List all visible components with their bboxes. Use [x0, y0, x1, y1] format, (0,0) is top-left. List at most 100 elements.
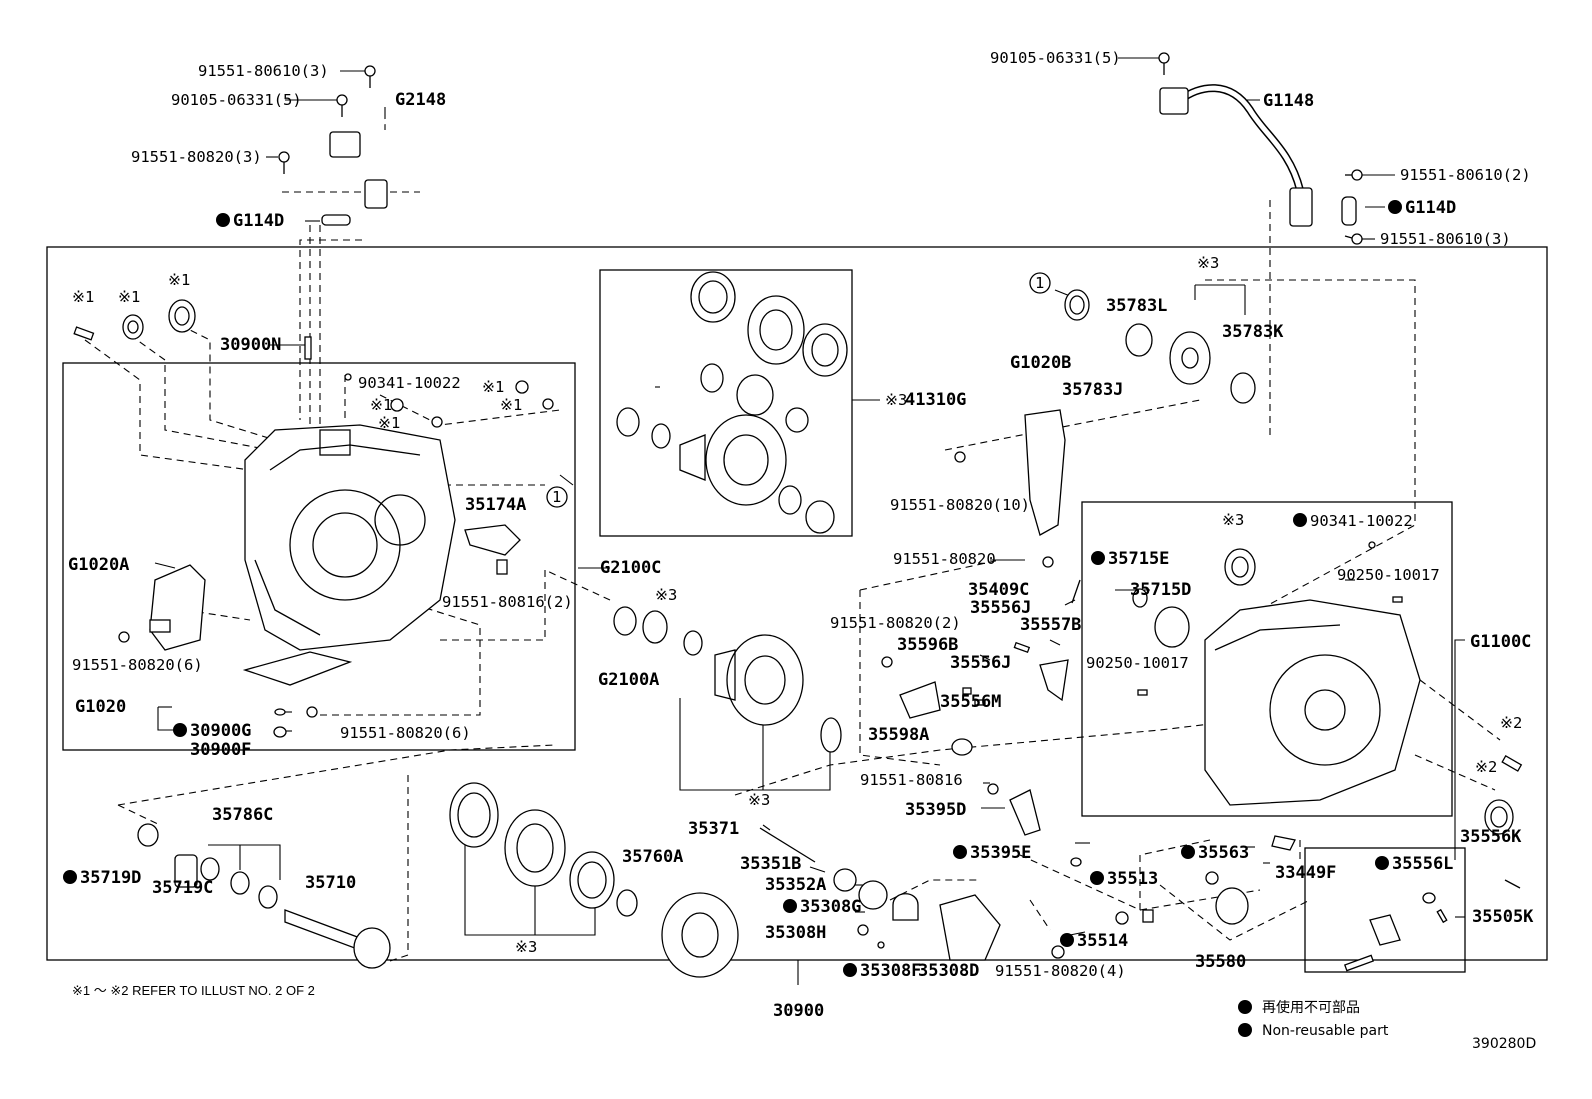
non-reusable-marker: [1060, 933, 1074, 947]
label-g114d-left: G114D: [233, 211, 284, 231]
label-90341-10022-left: 90341-10022: [358, 374, 461, 392]
label-35395d: 35395D: [905, 800, 966, 820]
label-g114d-right: G114D: [1405, 198, 1456, 218]
label-35308d: 35308D: [918, 961, 979, 981]
label-35715e: 35715E: [1108, 549, 1169, 569]
differential-frame: [599, 269, 853, 537]
main-frame: [46, 246, 1548, 961]
seals-35783: [1064, 289, 1256, 404]
label-30900n: 30900N: [220, 335, 281, 355]
callout-number: 1: [552, 488, 561, 506]
label-90105-06331-5-left: 90105-06331(5): [171, 91, 302, 109]
non-reusable-marker: [173, 723, 187, 737]
non-reusable-marker: [783, 899, 797, 913]
bolt-icon: [278, 52, 1363, 245]
solid-leaders: [154, 57, 1465, 961]
label-35598a: 35598A: [868, 725, 929, 745]
cover-g1020: [242, 651, 353, 738]
label-90341-10022-right: 90341-10022: [1310, 512, 1413, 530]
differential-assembly: [613, 606, 842, 753]
shift-parts: [881, 556, 1082, 867]
mark-ref-1: ※1: [500, 396, 522, 414]
wire-harness-left: [329, 117, 465, 209]
label-91551-80820: 91551-80820: [893, 550, 996, 568]
label-35783l: 35783L: [1106, 296, 1167, 316]
label-35760a: 35760A: [622, 847, 683, 867]
non-reusable-marker: [1181, 845, 1195, 859]
non-reusable-marker: [1090, 871, 1104, 885]
wire-harness-right: [1159, 84, 1313, 227]
label-35513: 35513: [1107, 869, 1158, 889]
label-90250-10017-b: 90250-10017: [1086, 654, 1189, 672]
label-35351b: 35351B: [740, 854, 801, 874]
legend-dot-jp: [1238, 1000, 1252, 1014]
label-g2100c: G2100C: [600, 558, 661, 578]
non-reusable-marker: [843, 963, 857, 977]
label-35556j-a: 35556J: [970, 598, 1031, 618]
differential-parts: [616, 271, 848, 534]
label-35710: 35710: [305, 873, 356, 893]
label-35556l: 35556L: [1392, 854, 1453, 874]
mark-ref-3: ※3: [1197, 254, 1219, 272]
output-shaft-parts: [137, 823, 391, 969]
non-reusable-marker: [216, 213, 230, 227]
oil-pump-parts: [759, 827, 1001, 961]
legend-dot-en: [1238, 1023, 1252, 1037]
label-35596b: 35596B: [897, 635, 958, 655]
label-35719d: 35719D: [80, 868, 141, 888]
non-reusable-marker: [1091, 551, 1105, 565]
small-seals-left: [73, 299, 554, 428]
label-91551-80816-2: 91551-80816(2): [442, 593, 573, 611]
mark-ref-3: ※3: [655, 586, 677, 604]
legend-text-en: Non-reusable part: [1262, 1023, 1389, 1039]
transaxle-housing-right: [1132, 541, 1421, 806]
parking-lock-frame: [1304, 847, 1466, 973]
label-35395e: 35395E: [970, 843, 1031, 863]
label-g1100c: G1100C: [1470, 632, 1531, 652]
label-30900f: 30900F: [190, 740, 251, 760]
label-91551-80610-2: 91551-80610(2): [1400, 166, 1531, 184]
parking-pawl-parts: [1051, 755, 1523, 972]
label-90250-10017-a: 90250-10017: [1337, 566, 1440, 584]
mark-ref-2: ※2: [1500, 714, 1522, 732]
ring-gear-parts: [449, 782, 739, 978]
labels: 91551-80610(3) 90105-06331(5) G2148 9155…: [63, 49, 1534, 981]
mark-ref-3: ※3: [748, 791, 770, 809]
label-35715d: 35715D: [1130, 580, 1191, 600]
cover-g1020b: [954, 409, 1066, 536]
label-91551-80610-3-right: 91551-80610(3): [1380, 230, 1511, 248]
label-91551-80820-4: 91551-80820(4): [995, 962, 1126, 980]
callout-number: 1: [1035, 274, 1044, 292]
legend-text-jp: 再使用不可部品: [1262, 999, 1360, 1016]
label-35556j-b: 35556J: [950, 653, 1011, 673]
label-35409c: 35409C: [968, 580, 1029, 600]
mark-ref-1: ※1: [168, 271, 190, 289]
label-35308g: 35308G: [800, 897, 861, 917]
mark-ref-3: ※3: [515, 938, 537, 956]
mark-ref-1: ※1: [378, 414, 400, 432]
label-35556m: 35556M: [940, 692, 1001, 712]
refer-note: ※1 ～ ※2 REFER TO ILLUST NO. 2 OF 2: [72, 983, 315, 998]
gasket-g114d-right: [1341, 196, 1357, 226]
non-reusable-marker: [63, 870, 77, 884]
label-g2100a: G2100A: [598, 670, 659, 690]
non-reusable-marker: [1293, 513, 1307, 527]
callout-circle: [1029, 272, 1051, 294]
label-35783k: 35783K: [1222, 322, 1284, 342]
label-91551-80820-6-b: 91551-80820(6): [340, 724, 471, 742]
label-41310g: 41310G: [905, 390, 966, 410]
label-g1020a: G1020A: [68, 555, 129, 575]
label-35786c: 35786C: [212, 805, 273, 825]
label-g1020: G1020: [75, 697, 126, 717]
mark-ref-1: ※1: [482, 378, 504, 396]
non-reusable-marker: [953, 845, 967, 859]
label-33449f: 33449F: [1275, 863, 1336, 883]
label-91551-80820-10: 91551-80820(10): [890, 496, 1030, 514]
gasket-g114d-left: [321, 214, 351, 226]
left-subassembly-frame: [62, 362, 576, 751]
label-35557b: 35557B: [1020, 615, 1081, 635]
label-g1020b: G1020B: [1010, 353, 1071, 373]
label-35308f: 35308F: [860, 961, 921, 981]
mark-ref-1: ※1: [118, 288, 140, 306]
